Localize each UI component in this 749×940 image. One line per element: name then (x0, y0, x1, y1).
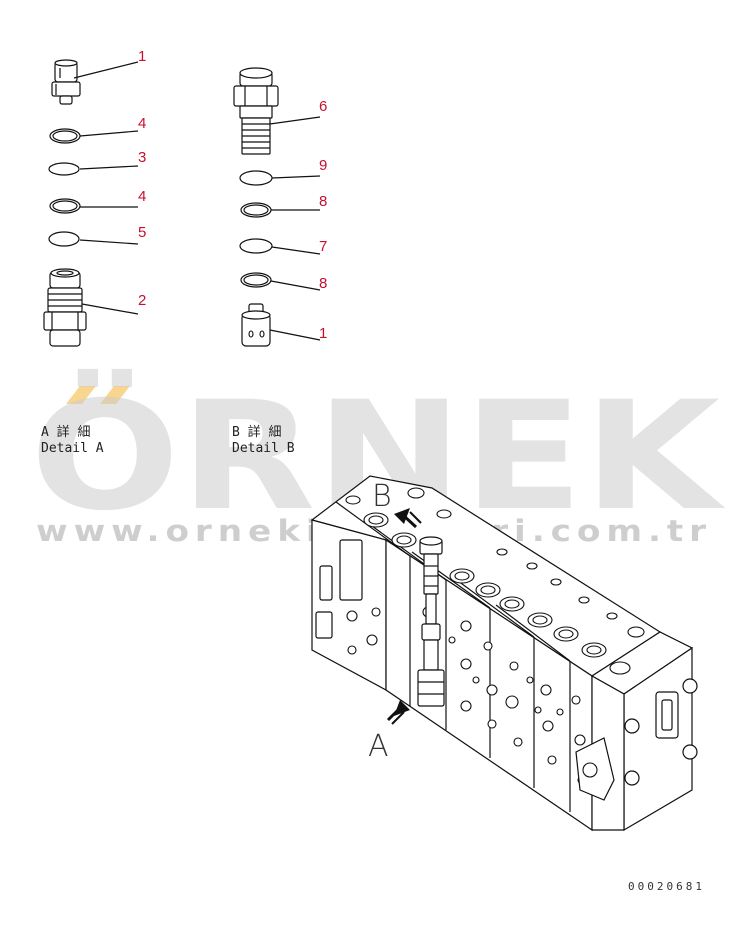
detail-a-kanji: A 詳 細 (41, 424, 90, 440)
callouts: 1 4 3 4 5 2 6 9 8 7 8 1 (138, 48, 327, 342)
detail-a-english: Detail A (41, 441, 104, 456)
view-label-b: B (372, 479, 392, 514)
control-valve-assembly (310, 475, 698, 832)
part-6-plug[interactable] (233, 67, 279, 155)
callout-2[interactable]: 2 (138, 292, 146, 309)
callout-1[interactable]: 1 (138, 48, 146, 65)
callout-7[interactable]: 7 (319, 238, 327, 255)
part-1-plug[interactable] (51, 59, 81, 105)
part-8-backup-ring-second[interactable] (240, 272, 272, 288)
view-arrow-a (386, 700, 410, 725)
detail-b-english: Detail B (232, 441, 295, 456)
callout-8[interactable]: 8 (319, 193, 327, 210)
callout-6[interactable]: 6 (319, 98, 327, 115)
part-1-plug-second[interactable] (241, 303, 271, 347)
part-4-backup-ring-second[interactable] (49, 198, 81, 214)
part-8-backup-ring[interactable] (240, 202, 272, 218)
part-4-backup-ring[interactable] (49, 128, 81, 144)
callout-1-second[interactable]: 1 (319, 325, 327, 342)
part-5-o-ring[interactable] (48, 231, 80, 247)
view-label-a: A (368, 729, 389, 764)
part-7-o-ring[interactable] (239, 238, 273, 254)
callout-4-second[interactable]: 4 (138, 188, 146, 205)
callout-3[interactable]: 3 (138, 149, 146, 166)
part-2-valve[interactable] (43, 268, 87, 347)
part-3-o-ring[interactable] (48, 162, 80, 176)
leader-lines (73, 61, 321, 341)
callout-4[interactable]: 4 (138, 115, 146, 132)
detail-b-heading: B 詳 細 Detail B (232, 424, 295, 456)
view-arrow-b (394, 508, 422, 529)
part-9-o-ring[interactable] (239, 170, 273, 186)
callout-5[interactable]: 5 (138, 224, 146, 241)
document-number: 00020681 (628, 880, 705, 893)
detail-b-kanji: B 詳 細 (232, 424, 281, 440)
callout-9[interactable]: 9 (319, 157, 327, 174)
callout-8-second[interactable]: 8 (319, 275, 327, 292)
detail-a-heading: A 詳 細 Detail A (41, 424, 104, 456)
